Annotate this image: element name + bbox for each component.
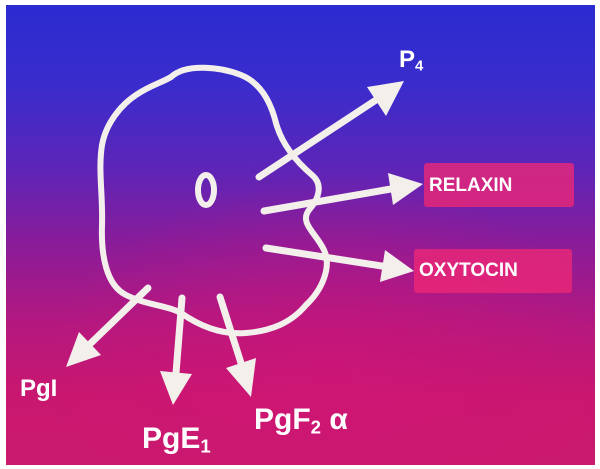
label-p4: P4 bbox=[399, 48, 423, 75]
label-pgf2a: PgF2 α bbox=[254, 405, 348, 437]
arrow-pgf2a bbox=[220, 297, 256, 397]
arrow-relaxin bbox=[264, 173, 423, 211]
arrow-pgi bbox=[66, 288, 148, 367]
label-pge1: PgE1 bbox=[142, 424, 211, 456]
cell-diagram bbox=[6, 5, 595, 465]
nucleus bbox=[198, 175, 214, 205]
label-oxytocin: OXYTOCIN bbox=[419, 261, 518, 280]
arrow-oxytocin bbox=[266, 248, 414, 282]
label-pgi: PgI bbox=[20, 377, 57, 401]
arrows bbox=[66, 81, 423, 405]
diagram-slide: P4 RELAXIN OXYTOCIN PgI PgE1 PgF2 α bbox=[6, 5, 595, 465]
label-relaxin: RELAXIN bbox=[429, 176, 512, 195]
